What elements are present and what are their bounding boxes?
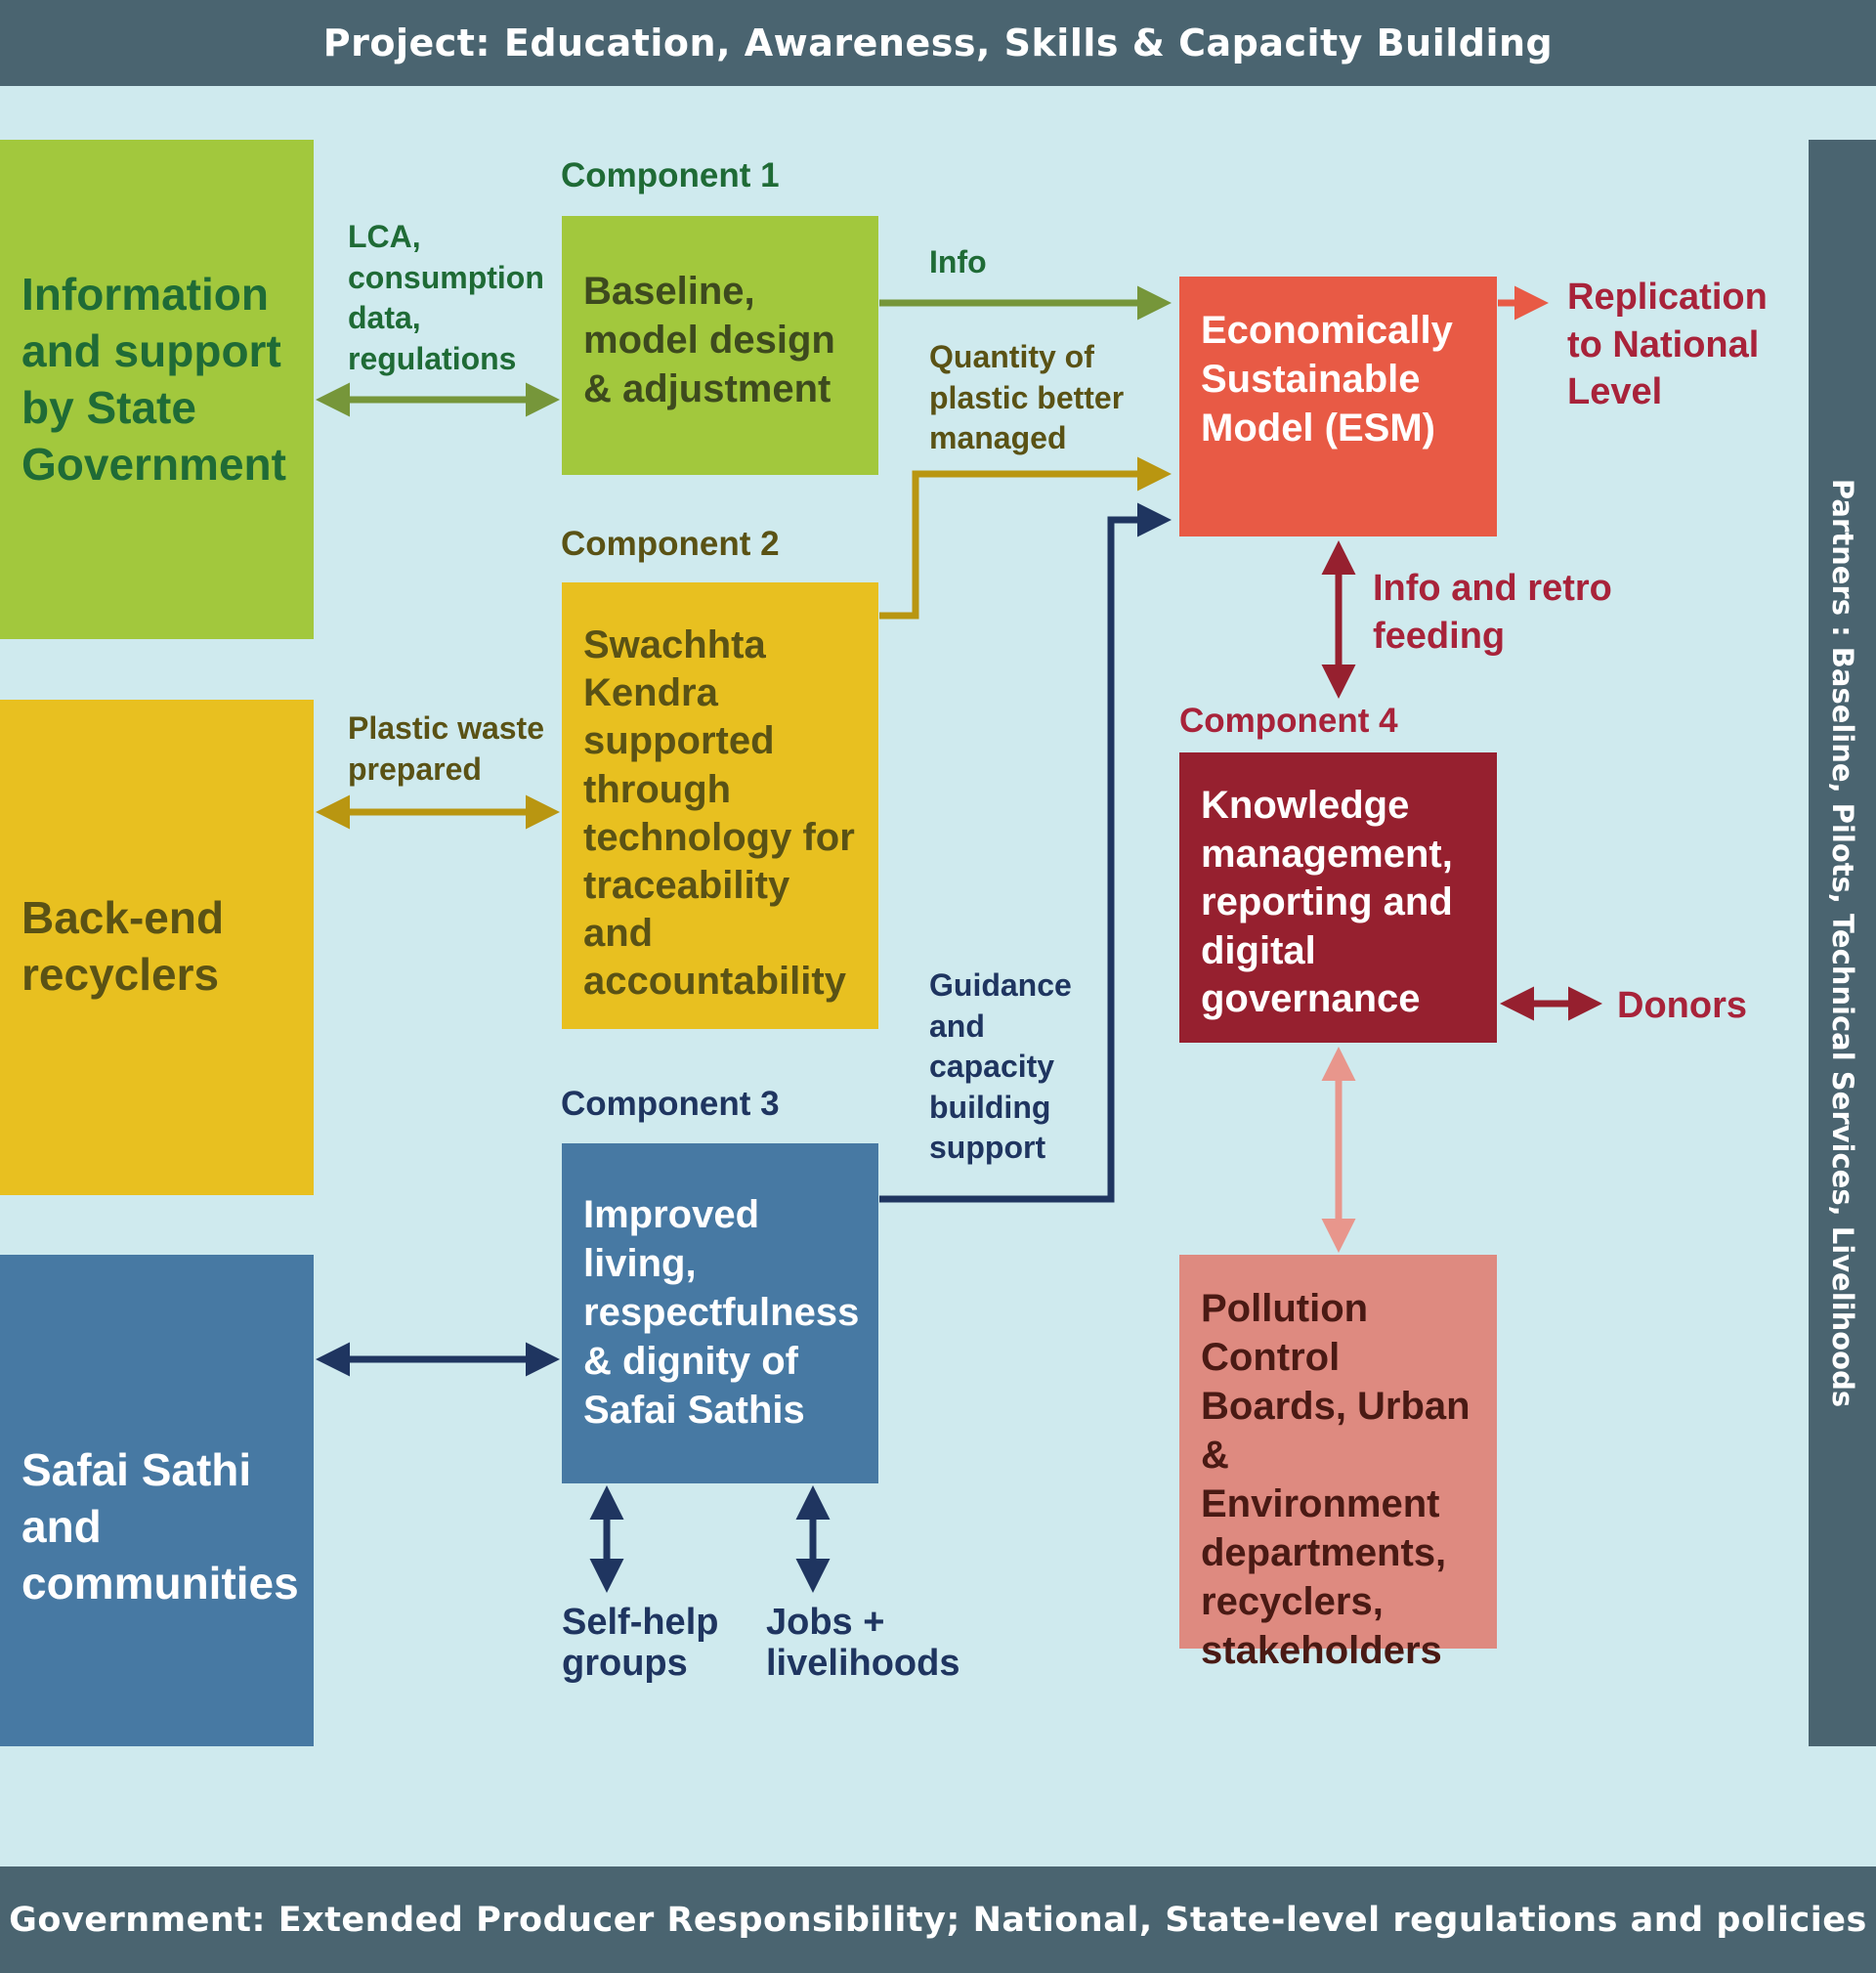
government-footer-text: Government: Extended Producer Responsibi…	[9, 1900, 1867, 1940]
government-footer: Government: Extended Producer Responsibi…	[0, 1866, 1876, 1973]
component-1-label: Component 1	[561, 156, 780, 194]
project-header-text: Project: Education, Awareness, Skills & …	[322, 21, 1554, 64]
esm-box: Economically Sustainable Model (ESM)	[1179, 277, 1497, 536]
state-government-box: Information and support by State Governm…	[0, 140, 314, 639]
component-1-box: Baseline, model design & adjustment	[562, 216, 878, 475]
component-1-text: Baseline, model design & adjustment	[583, 270, 835, 410]
guidance-label: Guidance and capacity building support	[929, 967, 1072, 1166]
plastic-waste-label: Plastic waste prepared	[348, 710, 544, 787]
self-help-label: Self-help groups	[562, 1602, 719, 1684]
esm-text: Economically Sustainable Model (ESM)	[1201, 309, 1453, 450]
quantity-label: Quantity of plastic better managed	[929, 339, 1125, 456]
stakeholders-box: Pollution Control Boards, Urban & Enviro…	[1179, 1255, 1497, 1672]
jobs-label: Jobs + livelihoods	[766, 1602, 960, 1684]
arrow-guidance	[879, 502, 1172, 1203]
component-3-box: Improved living, respectfulness & dignit…	[562, 1143, 878, 1483]
communities-box: Safai Sathi and communities	[0, 1255, 314, 1746]
info-label: Info	[929, 244, 987, 279]
component-2-box: Swachhta Kendra supported through techno…	[562, 582, 878, 1029]
arrow-quantity	[879, 456, 1172, 620]
replication-label: Replication to National Level	[1567, 277, 1768, 413]
lca-label: LCA, consumption data, regulations	[348, 219, 544, 376]
component-4-label: Component 4	[1179, 702, 1398, 740]
donors-label: Donors	[1617, 985, 1747, 1026]
component-3-text: Improved living, respectfulness & dignit…	[583, 1193, 860, 1432]
component-3-label: Component 3	[561, 1085, 780, 1123]
component-4-text: Knowledge management, reporting and digi…	[1201, 784, 1453, 1021]
component-2-text: Swachhta Kendra supported through techno…	[583, 623, 855, 1004]
component-4-box: Knowledge management, reporting and digi…	[1179, 752, 1497, 1043]
stakeholders-text: Pollution Control Boards, Urban & Enviro…	[1201, 1287, 1471, 1672]
recyclers-box: Back-end recyclers	[0, 700, 314, 1195]
state-government-text: Information and support by State Governm…	[21, 269, 286, 490]
project-header: Project: Education, Awareness, Skills & …	[0, 0, 1876, 86]
communities-text: Safai Sathi and communities	[21, 1444, 299, 1608]
info-retro-label: Info and retro feeding	[1373, 568, 1612, 657]
partners-side-panel: Partners : Baseline, Pilots, Technical S…	[1809, 140, 1876, 1746]
component-2-label: Component 2	[561, 525, 780, 563]
recyclers-text: Back-end recyclers	[21, 892, 225, 1000]
